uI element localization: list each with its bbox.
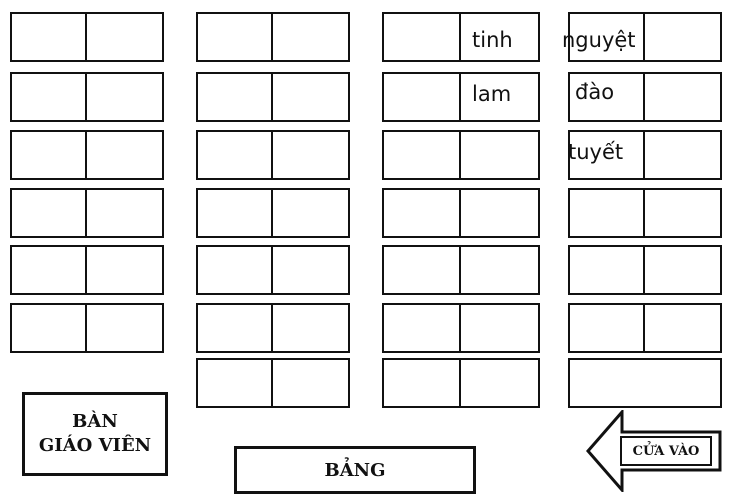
entrance-label-box: CỬA VÀO	[620, 436, 712, 466]
student-name-tinh: tinh	[472, 28, 513, 52]
seat-left	[384, 360, 461, 406]
desk-col2-row4	[196, 188, 350, 238]
seat-right	[273, 360, 348, 406]
teacher-desk: BÀN GIÁO VIÊN	[22, 392, 168, 476]
desk-col4-row6	[568, 303, 722, 353]
desk-col4-row5	[568, 245, 722, 295]
seat-right	[87, 247, 162, 293]
seat-left	[12, 74, 87, 120]
desk-col1-row6	[10, 303, 164, 353]
seat-left	[570, 305, 645, 351]
desk-col3-row7	[382, 358, 540, 408]
seat-right	[87, 74, 162, 120]
seat-left	[198, 74, 273, 120]
desk-col1-row5	[10, 245, 164, 295]
desk-col4-row3	[568, 130, 722, 180]
desk-col2-row2	[196, 72, 350, 122]
seat-right	[461, 305, 538, 351]
student-name-tuyet: tuyết	[568, 140, 624, 164]
seat-right	[273, 74, 348, 120]
desk-col4-row1	[568, 12, 722, 62]
desk-col3-row5	[382, 245, 540, 295]
seat-left	[384, 305, 461, 351]
desk-col3-row3	[382, 130, 540, 180]
seat-right	[645, 14, 720, 60]
student-name-dao: đào	[575, 80, 615, 104]
seat-left	[198, 14, 273, 60]
seat-right	[645, 305, 720, 351]
seat-left	[384, 190, 461, 236]
teacher-desk-label-line2: GIÁO VIÊN	[38, 435, 152, 456]
seat-right	[461, 132, 538, 178]
seat-right	[645, 74, 720, 120]
seat-left	[12, 247, 87, 293]
seat-right	[645, 132, 720, 178]
student-name-lam: lam	[472, 82, 512, 106]
seat-left	[384, 74, 461, 120]
seat-left	[570, 132, 645, 178]
seat-right	[273, 14, 348, 60]
seat-right	[273, 132, 348, 178]
desk-col2-row3	[196, 130, 350, 180]
desk-col4-row2	[568, 72, 722, 122]
seat-right	[645, 247, 720, 293]
seat-left	[198, 360, 273, 406]
seat-left	[570, 247, 645, 293]
desk-col3-row6	[382, 303, 540, 353]
seat-left	[12, 190, 87, 236]
seat-left	[384, 132, 461, 178]
seat-left	[12, 305, 87, 351]
desk-col2-row5	[196, 245, 350, 295]
desk-col3-row2	[382, 72, 540, 122]
seat-left	[12, 14, 87, 60]
seat-left	[12, 132, 87, 178]
desk-col2-row7	[196, 358, 350, 408]
seat-right	[87, 14, 162, 60]
desk-col4-row7	[568, 358, 722, 408]
seat-right	[273, 247, 348, 293]
seat-right	[273, 190, 348, 236]
desk-col3-row1	[382, 12, 540, 62]
seat-left	[384, 247, 461, 293]
seat-right	[461, 247, 538, 293]
desk-col1-row2	[10, 72, 164, 122]
seat-left	[384, 14, 461, 60]
entrance-label: CỬA VÀO	[632, 443, 700, 459]
desk-col2-row1	[196, 12, 350, 62]
seat-right	[461, 360, 538, 406]
seat-right	[273, 305, 348, 351]
seat-left	[198, 132, 273, 178]
teacher-desk-label-line1: BÀN	[72, 411, 118, 432]
seat-left	[570, 74, 645, 120]
student-name-nguyet: nguyệt	[562, 28, 636, 52]
seat-left	[198, 305, 273, 351]
desk-col4-row4	[568, 188, 722, 238]
board-label: BẢNG	[324, 459, 386, 481]
desk-col1-row4	[10, 188, 164, 238]
seat-left	[570, 190, 645, 236]
seat-left	[570, 14, 645, 60]
board: BẢNG	[234, 446, 476, 494]
seat-right	[87, 190, 162, 236]
seat-right	[87, 132, 162, 178]
seat-right	[645, 190, 720, 236]
seat-left	[198, 247, 273, 293]
desk-col1-row1	[10, 12, 164, 62]
seat-right	[87, 305, 162, 351]
desk-col3-row4	[382, 188, 540, 238]
seat-left	[198, 190, 273, 236]
seat-right	[461, 190, 538, 236]
desk-col2-row6	[196, 303, 350, 353]
desk-col1-row3	[10, 130, 164, 180]
